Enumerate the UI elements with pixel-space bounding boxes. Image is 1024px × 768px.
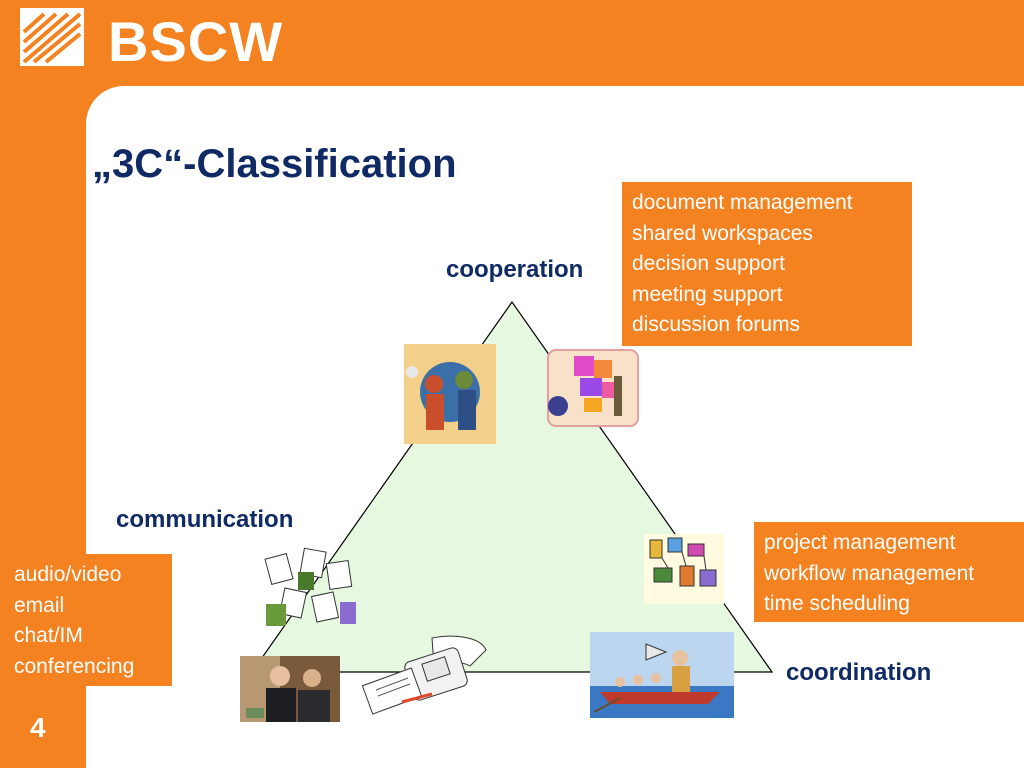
box-item: chat/IM <box>14 624 83 647</box>
box-item: decision support <box>632 252 785 275</box>
box-item: document management <box>632 191 853 214</box>
logo-text: BSCW <box>108 10 284 73</box>
box-item: email <box>14 593 65 617</box>
fax-machine-image <box>362 635 487 715</box>
page-number: 4 <box>30 712 46 743</box>
box-item: meeting support <box>632 282 783 306</box>
box-item: discussion forums <box>632 313 801 336</box>
box-item: workflow management <box>764 561 975 585</box>
box-item: shared workspaces <box>632 221 813 245</box>
box-communication: audio/video email chat/IM conferencing <box>4 554 172 686</box>
box-item: time scheduling <box>764 592 910 615</box>
box-item: conferencing <box>14 654 135 678</box>
rowing-team-image <box>590 632 734 718</box>
box-coordination: project management workflow management t… <box>754 522 1024 622</box>
workflow-puzzle-image <box>644 534 724 604</box>
box-item: project management <box>764 531 956 554</box>
slide-title: „3C“-Classification <box>92 142 457 186</box>
label-communication: communication <box>116 506 294 533</box>
papers-network-image <box>264 547 356 626</box>
box-cooperation: document management shared workspaces de… <box>622 182 912 346</box>
box-item: audio/video <box>14 563 122 586</box>
logo-swoosh-icon <box>20 8 84 66</box>
meeting-people-image <box>404 344 496 444</box>
businessmen-photo <box>240 656 340 722</box>
label-coordination: coordination <box>786 659 932 686</box>
label-cooperation: cooperation <box>446 256 584 283</box>
puzzle-team-image <box>547 349 639 427</box>
